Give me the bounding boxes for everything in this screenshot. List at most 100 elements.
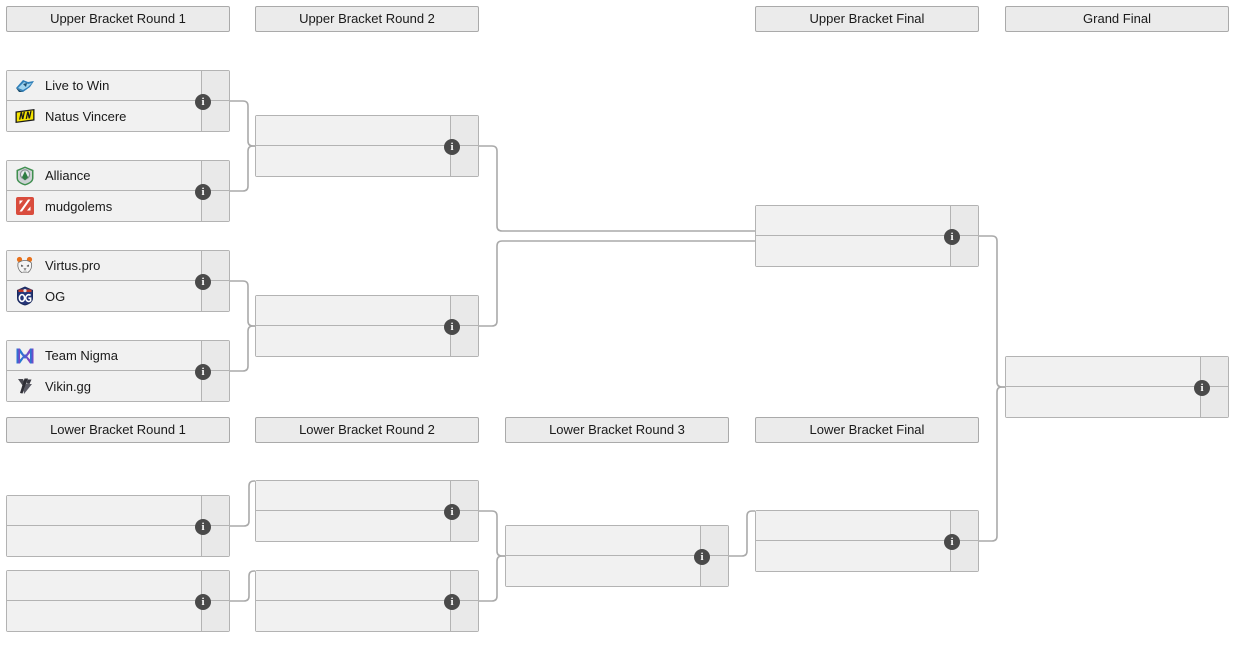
match-info-icon[interactable]: i <box>195 364 211 380</box>
alliance-logo-icon <box>13 165 37 187</box>
team-row[interactable]: mudgolems <box>7 191 229 221</box>
round-header-lbf[interactable]: Lower Bracket Final <box>755 417 979 443</box>
score-cell <box>951 206 978 236</box>
score-cell <box>451 116 478 146</box>
team-row[interactable]: Live to Win <box>7 71 229 101</box>
score-cell <box>701 526 728 556</box>
team-row[interactable] <box>756 541 978 571</box>
score-cell <box>1201 357 1228 387</box>
match-info-icon[interactable]: i <box>195 594 211 610</box>
score-cell <box>202 161 229 191</box>
score-cell <box>202 251 229 281</box>
team-row[interactable] <box>756 511 978 541</box>
round-header-gf[interactable]: Grand Final <box>1005 6 1229 32</box>
team-logo-placeholder <box>1012 391 1036 413</box>
round-header-ubr1[interactable]: Upper Bracket Round 1 <box>6 6 230 32</box>
score-cell <box>951 511 978 541</box>
team-row[interactable] <box>756 236 978 266</box>
match-info-icon[interactable]: i <box>444 594 460 610</box>
match-info-icon[interactable]: i <box>195 94 211 110</box>
score-cell <box>451 481 478 511</box>
match-grand-final[interactable]: i <box>1005 356 1229 418</box>
match-ub-final[interactable]: i <box>755 205 979 267</box>
team-logo-placeholder <box>13 575 37 597</box>
match-info-icon[interactable]: i <box>444 504 460 520</box>
team-row[interactable]: Vikin.gg <box>7 371 229 401</box>
match-info-icon[interactable]: i <box>444 319 460 335</box>
round-header-ubr2[interactable]: Upper Bracket Round 2 <box>255 6 479 32</box>
team-row[interactable]: Virtus.pro <box>7 251 229 281</box>
team-row[interactable] <box>1006 357 1228 387</box>
team-logo-placeholder <box>262 485 286 507</box>
match-ub-r2-m1[interactable]: i <box>255 115 479 177</box>
team-logo-placeholder <box>512 560 536 582</box>
team-row[interactable] <box>756 206 978 236</box>
match-ub-r2-m2[interactable]: i <box>255 295 479 357</box>
team-logo-placeholder <box>762 210 786 232</box>
match-lb-r3-m1[interactable]: i <box>505 525 729 587</box>
team-row[interactable] <box>256 601 478 631</box>
match-info-icon[interactable]: i <box>694 549 710 565</box>
connector-line <box>729 510 755 557</box>
team-row[interactable] <box>7 496 229 526</box>
match-lb-final[interactable]: i <box>755 510 979 572</box>
team-row[interactable] <box>7 601 229 631</box>
connector-line <box>230 480 255 527</box>
match-info-icon[interactable]: i <box>944 534 960 550</box>
score-cell <box>451 571 478 601</box>
match-info-icon[interactable]: i <box>944 229 960 245</box>
team-logo-placeholder <box>13 605 37 627</box>
match-info-icon[interactable]: i <box>195 519 211 535</box>
team-row[interactable]: Natus Vincere <box>7 101 229 131</box>
team-row[interactable] <box>256 326 478 356</box>
team-logo-placeholder <box>262 330 286 352</box>
team-logo-placeholder <box>262 300 286 322</box>
round-header-lbr1[interactable]: Lower Bracket Round 1 <box>6 417 230 443</box>
match-lb-r1-m2[interactable]: i <box>6 570 230 632</box>
match-info-icon[interactable]: i <box>195 184 211 200</box>
connector-line <box>479 145 755 232</box>
match-lb-r2-m1[interactable]: i <box>255 480 479 542</box>
team-row[interactable] <box>7 571 229 601</box>
mudgolems-logo-icon <box>13 195 37 217</box>
team-row[interactable] <box>256 511 478 541</box>
score-cell <box>202 71 229 101</box>
score-cell <box>202 496 229 526</box>
connector-line <box>230 100 255 147</box>
team-row[interactable] <box>7 526 229 556</box>
team-row[interactable]: Team Nigma <box>7 341 229 371</box>
match-lb-r2-m2[interactable]: i <box>255 570 479 632</box>
team-logo-placeholder <box>762 240 786 262</box>
match-info-icon[interactable]: i <box>1194 380 1210 396</box>
round-header-lbr2[interactable]: Lower Bracket Round 2 <box>255 417 479 443</box>
team-logo-placeholder <box>762 515 786 537</box>
vikin-gg-logo-icon <box>13 375 37 397</box>
team-row[interactable] <box>256 571 478 601</box>
connector-line <box>479 240 755 327</box>
team-row[interactable] <box>256 116 478 146</box>
team-row[interactable]: Alliance <box>7 161 229 191</box>
live-to-win-logo-icon <box>13 75 37 97</box>
match-info-icon[interactable]: i <box>444 139 460 155</box>
connector-line <box>230 145 255 192</box>
round-header-lbr3[interactable]: Lower Bracket Round 3 <box>505 417 729 443</box>
team-row[interactable] <box>256 481 478 511</box>
score-cell <box>202 571 229 601</box>
team-logo-placeholder <box>262 150 286 172</box>
team-row[interactable]: OG <box>7 281 229 311</box>
round-header-ubf[interactable]: Upper Bracket Final <box>755 6 979 32</box>
match-info-icon[interactable]: i <box>195 274 211 290</box>
team-row[interactable] <box>506 556 728 586</box>
team-logo-placeholder <box>13 500 37 522</box>
team-logo-placeholder <box>762 545 786 567</box>
team-row[interactable] <box>506 526 728 556</box>
team-row[interactable] <box>1006 387 1228 417</box>
team-row[interactable] <box>256 296 478 326</box>
team-row[interactable] <box>256 146 478 176</box>
match-lb-r1-m1[interactable]: i <box>6 495 230 557</box>
